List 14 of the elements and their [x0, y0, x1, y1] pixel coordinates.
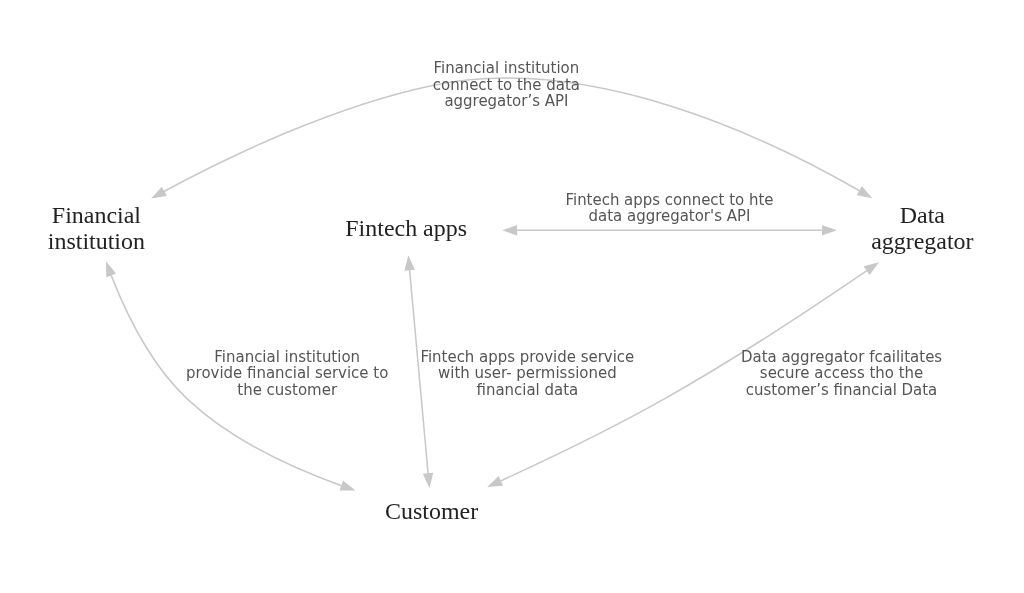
node-text: Data aggregator	[871, 201, 974, 255]
edge-label: Financial institution connect to the data aggregator’s API	[432, 59, 580, 111]
edge-label: Fintech apps connect to hte data aggregator's API	[565, 190, 774, 226]
arrow	[404, 255, 434, 489]
edge-label: Data aggregator fcailitates secure access tho the customer’s financial Data	[740, 347, 943, 399]
arrow	[487, 262, 879, 488]
node-text: Financial institution	[47, 201, 145, 255]
edge-label: Fintech apps provide service with user- permissioned financial data	[420, 347, 635, 399]
arrow	[151, 77, 873, 199]
node-text: Fintech apps	[345, 214, 467, 241]
edge-label: Financial institution provide financial service to the customer	[186, 347, 389, 399]
arrow	[105, 261, 356, 491]
arrow	[502, 225, 837, 236]
node-text: Customer	[385, 497, 479, 524]
